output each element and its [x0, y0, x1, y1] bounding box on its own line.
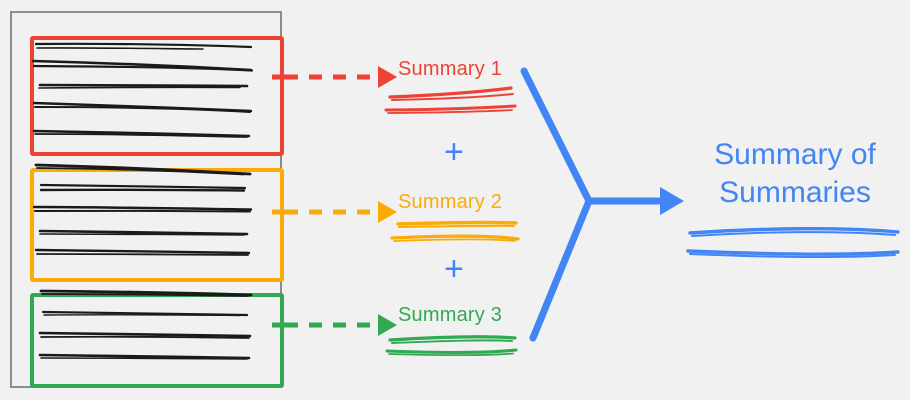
dashed-arrow-red-head — [378, 66, 397, 88]
final-summary-title-line-1: Summary of — [714, 138, 876, 171]
final-summary-title-line-2: Summaries — [719, 176, 871, 209]
summary-2-squiggles — [390, 220, 520, 242]
summary-1-squiggles — [384, 86, 517, 114]
plus-operator-2: + — [444, 250, 464, 288]
red-segment-lines — [31, 42, 254, 138]
merge-arrow-upper-branch — [520, 67, 593, 205]
merge-arrow-head — [660, 187, 684, 215]
dashed-arrow-amber-head — [378, 201, 397, 223]
dashed-arrow-green-head — [378, 314, 397, 336]
source-document — [10, 11, 284, 388]
final-summary-title: Summary of Summaries — [690, 136, 900, 212]
green-segment-lines — [38, 289, 253, 360]
merge-arrow-lower-branch — [529, 197, 593, 342]
summary-1-label: Summary 1 — [398, 58, 503, 80]
summary-3-squiggles — [385, 335, 518, 357]
summary-3-label: Summary 3 — [398, 304, 503, 326]
amber-segment-lines — [32, 163, 253, 256]
final-summary-squiggles — [686, 227, 900, 259]
plus-operator-1: + — [444, 133, 464, 171]
summary-2-label: Summary 2 — [398, 191, 503, 213]
